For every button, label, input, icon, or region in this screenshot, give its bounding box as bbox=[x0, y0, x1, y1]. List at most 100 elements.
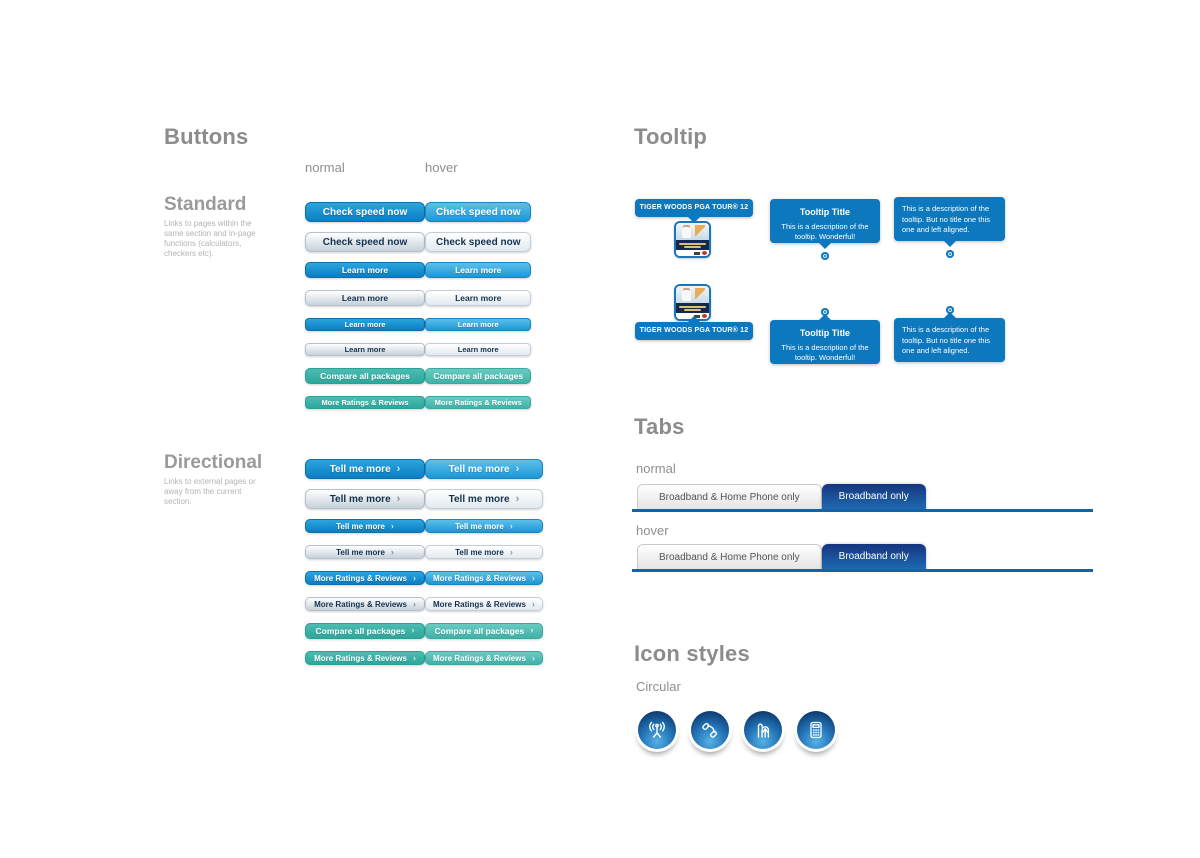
chevron-right-icon: › bbox=[515, 492, 520, 505]
directional-buttons-rows: Tell me more › Tell me more › Tell me more › T… bbox=[305, 459, 543, 677]
button-row: More Ratings & Reviews›More Ratings & Re… bbox=[305, 571, 543, 585]
untitled-tooltip-below: This is a description of the tooltip. Bu… bbox=[894, 312, 1005, 362]
button-label: Compare all packages bbox=[434, 626, 525, 636]
game-box-art-thumbnail[interactable] bbox=[674, 284, 711, 321]
titled-tooltip-below: Tooltip Title This is a description of t… bbox=[770, 314, 880, 364]
tell-me-more-button-normal[interactable]: Tell me more › bbox=[305, 545, 425, 559]
calculator-icon[interactable] bbox=[797, 711, 835, 749]
learn-more-button-normal[interactable]: Learn more bbox=[305, 262, 425, 278]
more-ratings-reviews-button-hover[interactable]: More Ratings & Reviews › bbox=[425, 571, 543, 585]
tab-broadband-home-phone-only[interactable]: Broadband & Home Phone only bbox=[637, 484, 822, 510]
button-label: Learn more bbox=[457, 345, 499, 354]
learn-more-button-hover[interactable]: Learn more bbox=[425, 262, 532, 278]
tooltip-arrow-down-icon bbox=[688, 217, 700, 223]
button-label: Compare all packages bbox=[320, 371, 410, 381]
button-label: Check speed now bbox=[436, 206, 521, 218]
game-tooltip-label: TIGER WOODS PGA TOUR® 12 bbox=[639, 204, 749, 212]
tooltip-arrow-up-icon bbox=[819, 314, 831, 320]
compare-all-packages-button-hover[interactable]: Compare all packages› bbox=[425, 623, 543, 639]
more-ratings-reviews-button-normal[interactable]: More Ratings & Reviews› bbox=[305, 597, 425, 611]
compare-all-packages-button-hover[interactable]: Compare all packages bbox=[425, 368, 532, 384]
learn-more-button-normal[interactable]: Learn more bbox=[305, 343, 425, 356]
button-row: Learn more Learn more bbox=[305, 290, 532, 306]
button-label: Tell me more bbox=[336, 547, 385, 557]
tell-me-more-button-hover[interactable]: Tell me more› bbox=[425, 459, 543, 479]
button-label: Tell me more bbox=[336, 521, 385, 531]
button-label: Tell me more bbox=[455, 547, 504, 557]
button-label: Tell me more bbox=[455, 521, 504, 531]
tabs-hover-label: hover bbox=[636, 523, 669, 538]
button-label: More Ratings & Reviews bbox=[433, 573, 526, 583]
check-speed-now-button-hover[interactable]: Check speed now bbox=[425, 202, 532, 222]
chevron-right-icon: › bbox=[396, 462, 401, 475]
button-row: Check speed now Check speed now bbox=[305, 202, 532, 222]
learn-more-button-normal[interactable]: Learn more bbox=[305, 290, 425, 306]
standard-group-title: Standard bbox=[164, 194, 247, 215]
tooltip-description-text: This is a description of the tooltip. Wo… bbox=[781, 342, 869, 363]
tab-underline bbox=[632, 569, 1093, 572]
button-label: Learn more bbox=[341, 293, 389, 303]
more-ratings-reviews-button-hover[interactable]: More Ratings & Reviews› bbox=[425, 597, 543, 611]
chevron-right-icon: › bbox=[531, 598, 535, 609]
tell-me-more-button-hover[interactable]: Tell me more› bbox=[425, 545, 543, 559]
more-ratings-reviews-button-normal[interactable]: More Ratings & Reviews › bbox=[305, 651, 425, 665]
tooltip-section-title: Tooltip bbox=[634, 124, 708, 149]
button-label: More Ratings & Reviews bbox=[434, 398, 522, 407]
tell-me-more-button-normal[interactable]: Tell me more › bbox=[305, 519, 425, 533]
button-row: Compare all packages›Compare all package… bbox=[305, 623, 543, 639]
directional-group-description: Links to external pages or away from the… bbox=[164, 477, 256, 506]
chevron-right-icon: › bbox=[390, 546, 394, 557]
tabs-normal-label: normal bbox=[636, 461, 676, 476]
info-dot-icon[interactable] bbox=[821, 308, 829, 316]
more-ratings-reviews-button-hover[interactable]: More Ratings & Reviews› bbox=[425, 651, 543, 665]
button-label: Tell me more bbox=[329, 463, 391, 475]
check-speed-now-button-normal[interactable]: Check speed now bbox=[305, 232, 425, 252]
tab-broadband-only[interactable]: Broadband only bbox=[821, 544, 926, 570]
chevron-right-icon: › bbox=[412, 652, 416, 663]
button-label: Learn more bbox=[455, 293, 502, 303]
check-speed-now-button-normal[interactable]: Check speed now bbox=[305, 202, 425, 222]
info-dot-icon[interactable] bbox=[821, 252, 829, 260]
info-dot-icon[interactable] bbox=[946, 250, 954, 258]
tooltip-title-text: Tooltip Title bbox=[799, 207, 851, 217]
icons-subtitle: Circular bbox=[636, 679, 681, 694]
tooltip-description-text: This is a description of the tooltip. Wo… bbox=[781, 221, 869, 242]
learn-more-button-hover[interactable]: Learn more bbox=[425, 290, 532, 306]
learn-more-button-normal[interactable]: Learn more bbox=[305, 318, 425, 331]
tab-broadband-only[interactable]: Broadband only bbox=[821, 484, 926, 510]
chevron-right-icon: › bbox=[509, 520, 513, 531]
tab-broadband-home-phone-only[interactable]: Broadband & Home Phone only bbox=[637, 544, 822, 570]
button-label: More Ratings & Reviews bbox=[314, 653, 407, 663]
game-art-image bbox=[676, 223, 709, 240]
learn-more-button-hover[interactable]: Learn more bbox=[425, 318, 532, 331]
more-ratings-reviews-button-hover[interactable]: More Ratings & Reviews bbox=[425, 396, 532, 409]
more-ratings-reviews-button-normal[interactable]: More Ratings & Reviews› bbox=[305, 571, 425, 585]
wireless-signal-icon[interactable] bbox=[638, 711, 676, 749]
button-label: Learn more bbox=[455, 265, 502, 275]
check-speed-now-button-hover[interactable]: Check speed now bbox=[425, 232, 532, 252]
chevron-right-icon: › bbox=[390, 520, 394, 531]
info-dot-icon[interactable] bbox=[946, 306, 954, 314]
compare-all-packages-button-normal[interactable]: Compare all packages› bbox=[305, 623, 425, 639]
buttons-section-title: Buttons bbox=[164, 124, 249, 149]
tell-me-more-button-hover[interactable]: Tell me more› bbox=[425, 489, 543, 509]
game-box-art-thumbnail[interactable] bbox=[674, 221, 711, 258]
titled-tooltip-above: Tooltip Title This is a description of t… bbox=[770, 199, 880, 249]
tell-me-more-button-normal[interactable]: Tell me more› bbox=[305, 489, 425, 509]
button-label: More Ratings & Reviews bbox=[314, 599, 407, 609]
button-row: Tell me more›Tell me more› bbox=[305, 459, 543, 479]
more-ratings-reviews-button-normal[interactable]: More Ratings & Reviews bbox=[305, 396, 425, 409]
game-tooltip-label: TIGER WOODS PGA TOUR® 12 bbox=[639, 327, 749, 335]
phone-icon[interactable] bbox=[691, 711, 729, 749]
compare-all-packages-button-normal[interactable]: Compare all packages bbox=[305, 368, 425, 384]
upgrade-icon[interactable] bbox=[744, 711, 782, 749]
button-row: More Ratings & Reviews More Ratings & Rev… bbox=[305, 396, 532, 409]
tell-me-more-button-normal[interactable]: Tell me more › bbox=[305, 459, 425, 479]
chevron-right-icon: › bbox=[531, 572, 535, 583]
tell-me-more-button-hover[interactable]: Tell me more › bbox=[425, 519, 543, 533]
learn-more-button-hover[interactable]: Learn more bbox=[425, 343, 532, 356]
